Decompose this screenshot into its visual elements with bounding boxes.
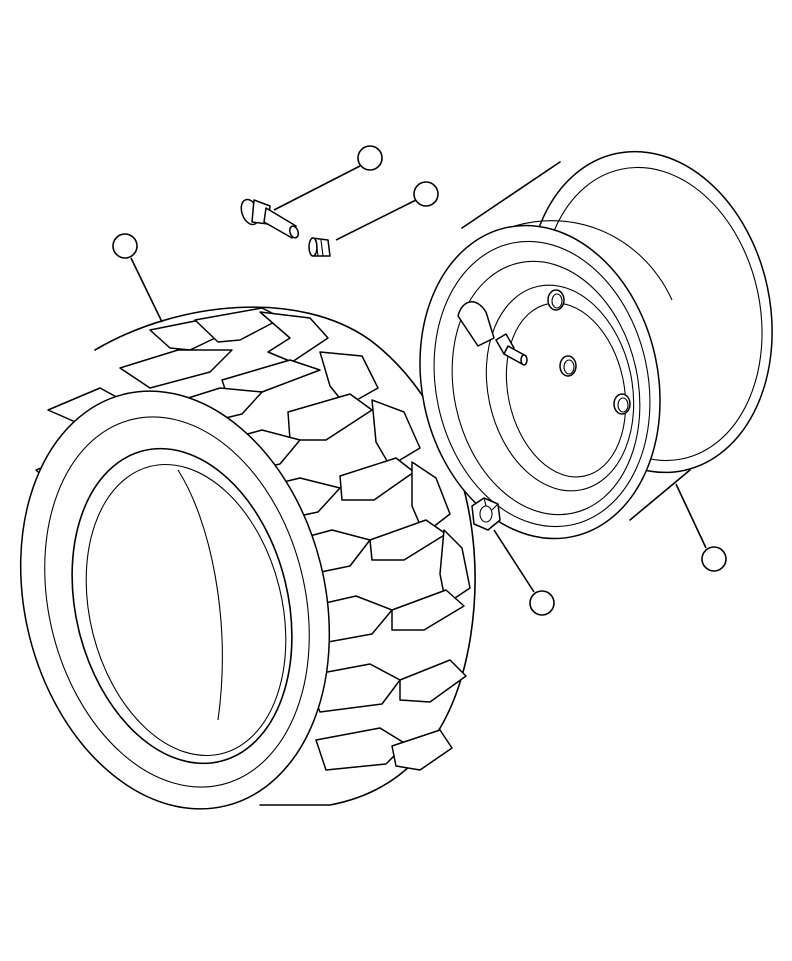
valve-stem: [240, 198, 300, 239]
leader-tire: [130, 257, 163, 323]
tire-bead-opening: [71, 447, 293, 765]
tire-inner-back-wall: [177, 469, 223, 721]
leader-valve-stem: [273, 165, 361, 211]
valve-cap: [308, 237, 331, 257]
rim-bolt-holes: [547, 289, 631, 415]
wheel-rim: [419, 150, 773, 540]
tire-bead-inner: [85, 463, 287, 757]
tire: [19, 306, 476, 810]
callouts: [112, 145, 727, 616]
callout-lug-nut: [529, 590, 555, 616]
tire-sidewall-outer: [19, 390, 331, 810]
rim-front-flange: [419, 224, 661, 540]
tire-sidewall-inner: [44, 416, 310, 788]
leader-lug-nut: [493, 529, 535, 593]
rim-center-disc: [485, 284, 635, 492]
callout-valve-stem: [357, 145, 383, 171]
callout-tire: [112, 233, 138, 259]
rim-barrel: [461, 161, 691, 521]
leader-valve-cap: [335, 199, 417, 241]
callout-valve-cap: [413, 181, 439, 207]
leader-wheel-rim: [675, 483, 707, 549]
callout-wheel-rim: [701, 546, 727, 572]
lug-nut: [471, 497, 501, 531]
